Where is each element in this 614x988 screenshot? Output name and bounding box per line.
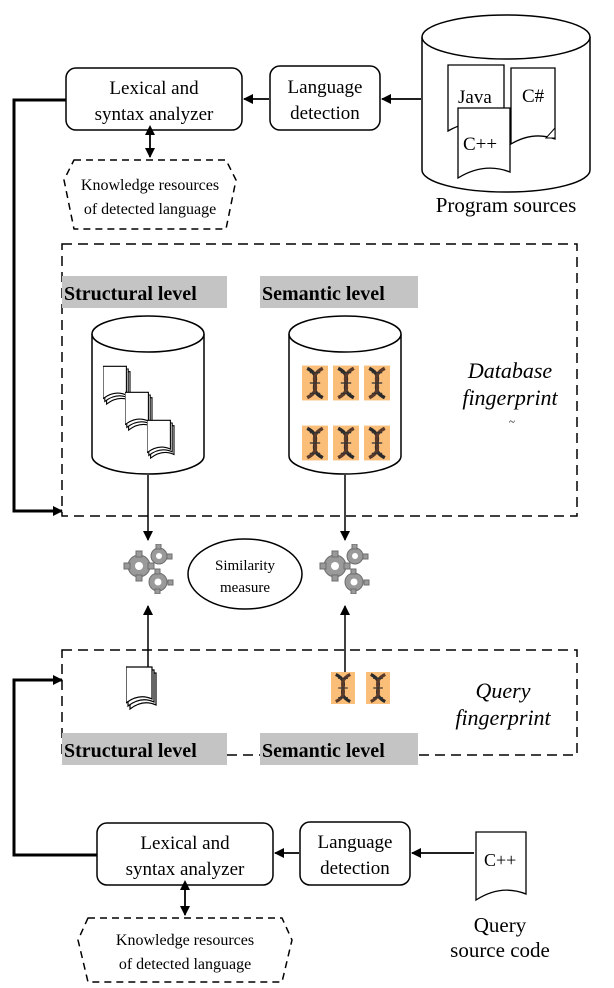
dna-icon [333, 364, 359, 402]
database-fingerprint-line2: fingerprint [462, 385, 558, 410]
db-semantic-label: Semantic level [262, 283, 385, 305]
knowledge-top-line2: of detected language [84, 201, 216, 218]
similarity-line2: measure [220, 580, 270, 596]
csharp-label: C# [522, 86, 545, 107]
analyzer-top-line2: syntax analyzer [95, 104, 214, 125]
dna-icon [302, 424, 328, 462]
query-cpp-file-icon [475, 831, 527, 902]
dna-icon [364, 364, 390, 402]
knowledge-bottom-line2: of detected language [119, 956, 251, 973]
arrow-analyzer-to-database [12, 98, 66, 516]
query-cpp-label: C++ [484, 850, 516, 870]
java-label: Java [458, 87, 492, 108]
query-caption-line2: source code [450, 938, 550, 962]
database-fingerprint-frame [61, 243, 578, 517]
query-fingerprint-line2: fingerprint [455, 705, 551, 730]
knowledge-resources-box-bottom [77, 917, 293, 983]
dna-icon [302, 364, 328, 402]
db-semantic-label-bg [260, 276, 418, 308]
database-fingerprint-line1: Database [467, 358, 553, 383]
arrow-analyzer-to-query [12, 675, 97, 857]
detection-top-line1: Language [288, 77, 363, 98]
query-semantic-label-bg [260, 733, 418, 765]
query-caption-line1: Query [474, 913, 527, 937]
detection-top-line2: detection [290, 103, 360, 124]
language-detection-box-bottom [299, 821, 411, 886]
dna-icon [331, 670, 355, 706]
language-detection-box-top [269, 65, 381, 131]
gears-icon-semantic [319, 544, 370, 594]
query-document-stack-icon [126, 666, 157, 710]
gears-icon-structural [123, 544, 174, 594]
query-fingerprint-frame [61, 649, 578, 756]
program-sources-caption: Program sources [436, 193, 577, 217]
knowledge-resources-box-top [63, 159, 237, 230]
analyzer-bottom-line1: Lexical and [140, 833, 230, 854]
detection-bottom-line2: detection [320, 858, 390, 879]
detection-bottom-line1: Language [318, 832, 393, 853]
query-fingerprint-line1: Query [476, 678, 531, 703]
cpp-file-icon [457, 107, 511, 180]
document-stack-icon [147, 419, 175, 459]
knowledge-top-line1: Knowledge resources [81, 177, 219, 194]
dna-icon [364, 424, 390, 462]
knowledge-bottom-line1: Knowledge resources [116, 932, 254, 949]
db-structural-label-bg [62, 276, 227, 308]
query-semantic-label: Semantic level [262, 740, 385, 762]
query-structural-label-bg [62, 733, 227, 765]
analyzer-top-line1: Lexical and [109, 78, 199, 99]
analyzer-bottom-line2: syntax analyzer [126, 859, 245, 880]
similarity-measure-ellipse [187, 538, 303, 610]
cpp-label: C++ [463, 134, 497, 155]
dna-icon [366, 670, 390, 706]
db-structural-label: Structural level [64, 283, 197, 305]
query-structural-label: Structural level [64, 740, 197, 762]
database-fingerprint-mark: ~ [509, 416, 515, 428]
dna-icon [333, 424, 359, 462]
similarity-line1: Similarity [215, 558, 276, 574]
csharp-file-icon [510, 67, 556, 146]
